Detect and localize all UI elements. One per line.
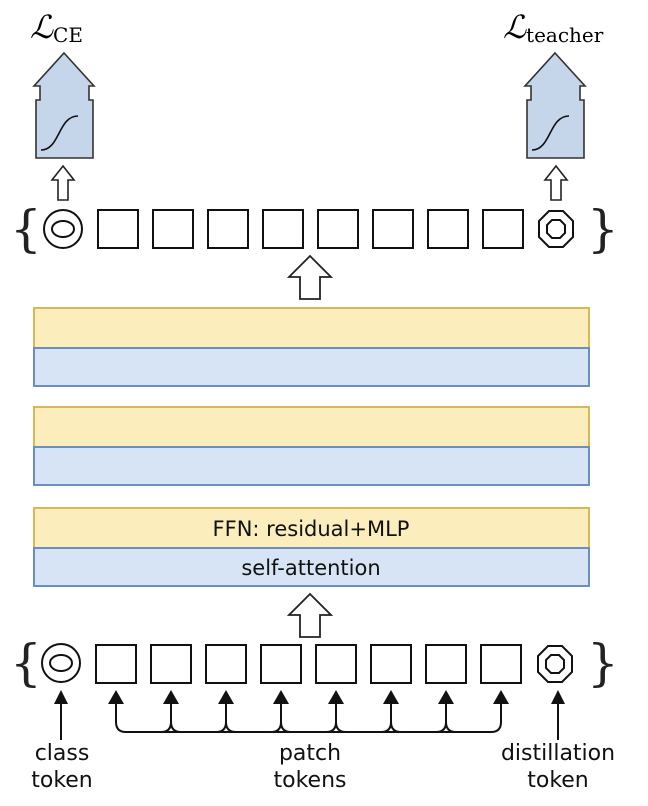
output-patch-token [482, 209, 524, 249]
output-class-token [43, 209, 83, 249]
input-up-arrow [286, 592, 334, 638]
ffn-layer [33, 307, 590, 349]
distillation-head-arrow-shape [523, 51, 587, 159]
right-brace: } [587, 634, 619, 692]
self-attention-layer [33, 347, 590, 387]
output-distillation-token [538, 210, 574, 248]
output-patch-token [262, 209, 304, 249]
input-class-token [41, 643, 81, 683]
transformer-block-2 [33, 406, 590, 486]
input-patch-token [370, 644, 412, 684]
class-output-up-arrow [50, 164, 76, 201]
class-token-label: class [35, 741, 90, 766]
input-patch-token [315, 644, 357, 684]
self-attention-layer-label: self-attention [241, 556, 380, 580]
distillation-token-label: distillation [501, 741, 615, 766]
class-token-label: token [31, 768, 93, 793]
transformer-block-1 [33, 307, 590, 387]
output-patch-token [207, 209, 249, 249]
class-head-arrow-shape [32, 51, 96, 159]
right-brace: } [587, 200, 619, 258]
transformer-output-up-arrow [286, 254, 334, 300]
ffn-layer [33, 507, 590, 549]
input-patch-token [425, 644, 467, 684]
ffn-layer-label: FFN: residual+MLP [213, 517, 410, 541]
input-patch-token [150, 644, 192, 684]
input-patch-token [205, 644, 247, 684]
sigmoid-icon [531, 115, 570, 151]
input-token-row: { } [10, 634, 619, 692]
class-head [32, 51, 96, 159]
output-patch-token [372, 209, 414, 249]
distillation-token-label: token [527, 768, 589, 793]
input-patch-token [480, 644, 522, 684]
output-patch-token [152, 209, 194, 249]
self-attention-layer [33, 446, 590, 486]
transformer-block-3: FFN: residual+MLP self-attention [33, 507, 590, 587]
patch-tokens-label: tokens [274, 768, 347, 793]
output-patch-token [317, 209, 359, 249]
left-brace: { [10, 634, 42, 692]
self-attention-layer [33, 547, 590, 587]
left-brace: { [10, 200, 42, 258]
output-patch-token [97, 209, 139, 249]
sigmoid-icon [40, 115, 79, 151]
patch-tokens-input-arrows [108, 690, 509, 733]
loss-teacher-label: ℒteacher [503, 8, 604, 47]
output-patch-token [427, 209, 469, 249]
input-patch-token [260, 644, 302, 684]
patch-tokens-label: patch [279, 741, 341, 766]
distillation-output-up-arrow [543, 164, 569, 201]
output-token-row: { } [10, 200, 619, 258]
input-patch-token [95, 644, 137, 684]
ffn-layer [33, 406, 590, 448]
loss-ce-label: ℒCE [30, 8, 83, 47]
patch-bracket-line [115, 700, 502, 733]
input-distillation-token [537, 645, 573, 683]
distillation-head [523, 51, 587, 159]
